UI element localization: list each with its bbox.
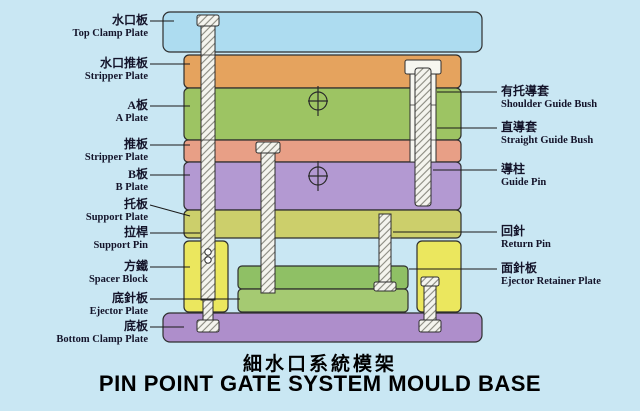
title-english: PIN POINT GATE SYSTEM MOULD BASE [98, 371, 542, 396]
label-return-pin: 回針 Return Pin [501, 225, 639, 251]
label-zh: 水口推板 [99, 56, 148, 70]
label-zh: 有托導套 [501, 84, 550, 98]
label-en: Return Pin [501, 239, 551, 250]
label-en: Ejector Plate [89, 306, 148, 317]
label-en: Support Pin [93, 240, 148, 251]
label-zh: B板 [127, 167, 148, 181]
label-zh: 面針板 [501, 261, 538, 275]
label-zh: 推板 [123, 137, 148, 151]
ball-detent-icon [204, 256, 212, 264]
label-zh: A板 [127, 98, 148, 112]
label-straight-guide-bush: 直導套 Straight Guide Bush [501, 121, 639, 147]
label-en: Stripper Plate [84, 152, 148, 163]
mould-plates [162, 11, 483, 343]
label-en: Bottom Clamp Plate [56, 334, 148, 345]
guide-pin-shape [414, 67, 432, 207]
label-en: Spacer Block [88, 274, 148, 285]
label-en: Top Clamp Plate [72, 28, 148, 39]
label-en: Guide Pin [501, 177, 547, 188]
label-zh: 托板 [123, 197, 148, 211]
label-b-plate: B板 B Plate [2, 168, 148, 194]
label-en: Straight Guide Bush [501, 135, 594, 146]
label-zh: 導柱 [501, 162, 526, 176]
ejector-plate-shape [237, 288, 409, 313]
label-support-pin: 拉桿 Support Pin [2, 226, 148, 252]
label-zh: 底針板 [111, 291, 148, 305]
label-zh: 底板 [123, 319, 148, 333]
support-plate-shape [183, 209, 462, 239]
title-chinese: 細水口系統模架 [242, 354, 397, 375]
label-en: A Plate [115, 113, 148, 124]
label-bottom-clamp-plate: 底板 Bottom Clamp Plate [2, 320, 148, 346]
top-clamp-plate-shape [162, 11, 483, 53]
ball-detent-icon [204, 248, 212, 256]
center-pin-shape [255, 141, 281, 294]
label-zh: 直導套 [501, 120, 538, 134]
label-guide-pin: 導柱 Guide Pin [501, 163, 639, 189]
label-en: Shoulder Guide Bush [501, 99, 598, 110]
label-spacer-block: 方鐵 Spacer Block [2, 260, 148, 286]
label-top-clamp-plate: 水口板 Top Clamp Plate [2, 14, 148, 40]
label-ejector-retainer-plate: 面針板 Ejector Retainer Plate [501, 262, 639, 288]
label-a-plate: A板 A Plate [2, 99, 148, 125]
label-en: Stripper Plate [84, 71, 148, 82]
label-shoulder-guide-bush: 有托導套 Shoulder Guide Bush [501, 85, 639, 111]
leader-lines [149, 20, 497, 328]
label-support-plate: 托板 Support Plate [2, 198, 148, 224]
stop-bolt-shape [418, 276, 442, 333]
label-zh: 拉桿 [123, 225, 148, 239]
label-zh: 方鐵 [123, 259, 148, 273]
label-upper-stripper-plate: 水口推板 Stripper Plate [2, 57, 148, 83]
label-en: Support Plate [85, 212, 148, 223]
label-en: B Plate [115, 182, 148, 193]
center-screw-icon [308, 86, 328, 116]
label-en: Ejector Retainer Plate [501, 276, 601, 287]
label-zh: 水口板 [111, 13, 148, 27]
label-ejector-plate: 底針板 Ejector Plate [2, 292, 148, 318]
center-screw-icon [308, 161, 328, 191]
return-pin-shape [373, 213, 397, 292]
support-pin-shape [196, 14, 220, 333]
label-lower-stripper-plate: 推板 Stripper Plate [2, 138, 148, 164]
label-zh: 回針 [501, 224, 526, 238]
